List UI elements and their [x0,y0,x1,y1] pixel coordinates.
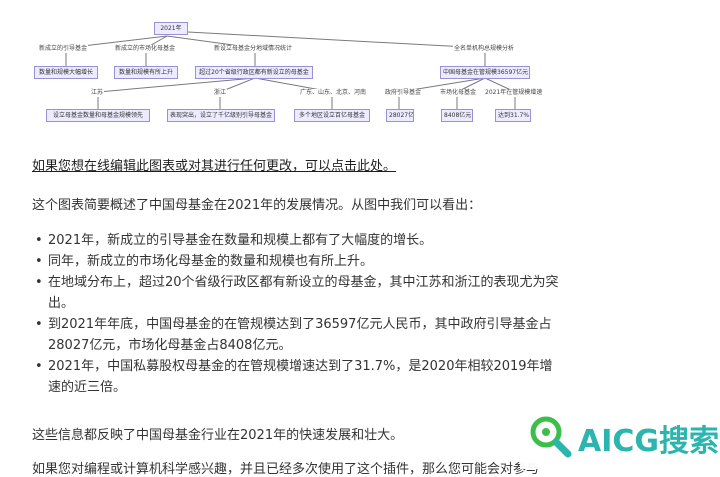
diagram-edges [65,31,516,109]
list-item: •2021年，中国私募股权母基金的在管规模增速达到了31.7%，是2020年相较… [35,359,553,395]
conclusion-paragraph: 这些信息都反映了中国母基金行业在2021年的快速发展和壮大。 [32,428,404,443]
sub-label-government-fund: 政府引导基金 [384,89,423,97]
list-item: •到2021年年底，中国母基金的在管规模达到了36597亿元人民币，其中政府引导… [35,317,552,353]
intro-paragraph: 这个图表简要概述了中国母基金在2021年的发展情况。从图中我们可以看出： [32,198,482,213]
summary-bullet-list: •2021年，新成立的引导基金在数量和规模上都有了大幅度的增长。 •同年，新成立… [32,230,562,398]
node-regional-summary: 超过20个省级行政区都有新设立的母基金 [195,66,313,79]
node-jiangsu: 设立母基金数量和母基金规模领先 [46,109,150,122]
sub-label-market-fund: 市场化母基金 [439,89,478,97]
node-growth-rate-value: 达到31.7% [495,109,531,122]
watermark-text: AICG搜索 [578,424,720,459]
node-other-regions: 多个地区设立百亿母基金 [294,109,370,122]
branch-label-total-scale: 全名单机构总规模分析 [453,45,516,53]
list-item: •同年，新成立的市场化母基金的数量和规模也有所上升。 [35,254,374,269]
diagram-root-node: 2021年 [154,22,188,35]
sub-label-zhejiang: 浙江 [213,89,228,97]
branch-label-market-fund: 新成立的市场化母基金 [114,45,177,53]
magnifier-logo-icon [530,416,572,458]
node-market-fund-value: 8408亿元 [441,109,473,122]
node-guidance-fund-growth: 数量和规模大幅增长 [34,66,98,79]
node-government-fund-value: 28027亿元 [386,109,414,122]
list-item: •在地域分布上，超过20个省级行政区都有新设立的母基金，其中江苏和浙江的表现尤为… [35,275,559,311]
mind-map-diagram: 2021年 新成立的引导基金 新成立的市场化母基金 新设立母基金分地域情况统计 … [0,0,720,150]
sub-label-jiangsu: 江苏 [90,89,105,97]
watermark: AICG搜索 [520,402,720,469]
sub-label-growth-rate: 2021年在管规模增速 [484,89,544,97]
branch-label-regional: 新设立母基金分地域情况统计 [213,45,294,53]
edit-diagram-link[interactable]: 如果您想在线编辑此图表或对其进行任何更改，可以点击此处。 [32,159,397,174]
list-item: •2021年，新成立的引导基金在数量和规模上都有了大幅度的增长。 [35,233,433,248]
sub-label-other-regions: 广东、山东、北京、河南 [299,89,368,97]
node-zhejiang: 表现突出，设立了千亿级别引导母基金 [167,109,275,122]
node-total-scale: 中国母基金在管规模36597亿元 [440,66,530,79]
branch-label-guidance-fund: 新成立的引导基金 [38,45,89,53]
node-market-fund-growth: 数量和规模有所上升 [114,66,178,79]
trailing-paragraph: 如果您对编程或计算机科学感兴趣，并且已经多次使用了这个插件，那么您可能会对参与 [32,462,540,477]
